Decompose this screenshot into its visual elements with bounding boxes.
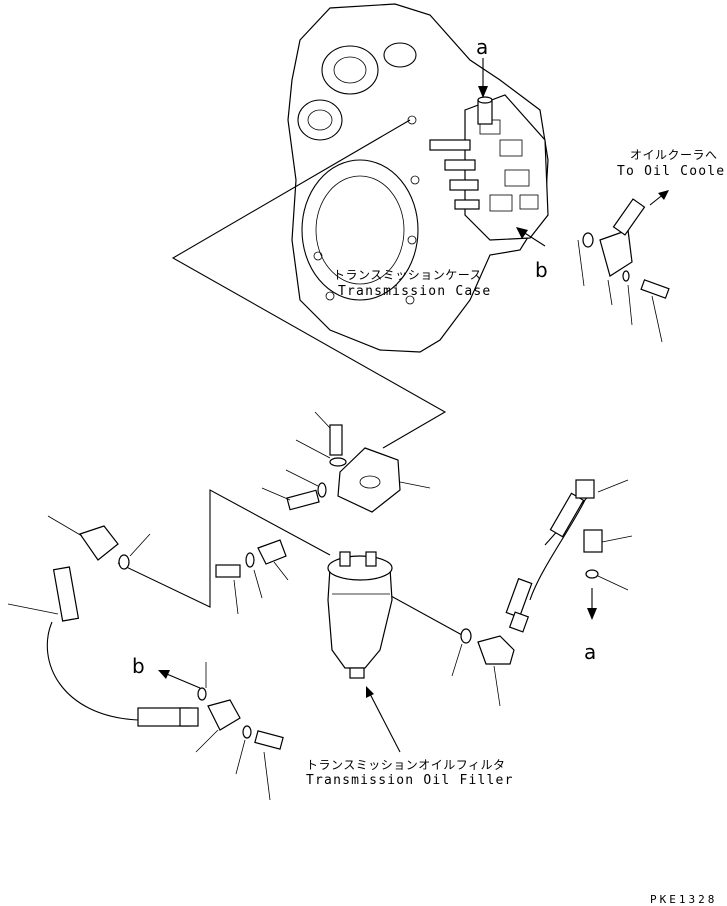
marker-a-right: a: [584, 640, 597, 664]
drawing-code: PKE1328: [650, 893, 718, 906]
transmission-case: [287, 3, 549, 353]
arrow-oil-cooler: [649, 190, 669, 206]
cooler-elbow-fitting: [577, 198, 670, 343]
oil-filter-label-jp: トランスミッションオイルフィルタ: [306, 758, 506, 772]
left-hose-assembly: [7, 515, 284, 801]
arrow-b-top: [516, 227, 546, 247]
marker-a-top: a: [476, 35, 489, 59]
arrow-a-right: [587, 588, 597, 620]
arrow-b-left: [158, 670, 201, 689]
arrow-filter: [366, 686, 401, 753]
oil-cooler-label-jp: オイルクーラへ: [630, 148, 718, 162]
transmission-case-label-en: Transmission Case: [338, 284, 492, 299]
oil-cooler-label-en: To Oil Cooler: [617, 164, 727, 179]
oil-filter: [327, 551, 393, 679]
right-hose-assembly: [451, 479, 633, 707]
filter-bracket: [215, 411, 431, 615]
transmission-case-label-jp: トランスミッションケース: [333, 268, 483, 282]
oil-filter-label-en: Transmission Oil Filler: [306, 773, 514, 788]
marker-b-top: b: [535, 258, 548, 282]
marker-b-left: b: [132, 654, 145, 678]
arrow-a-top: [478, 58, 488, 98]
